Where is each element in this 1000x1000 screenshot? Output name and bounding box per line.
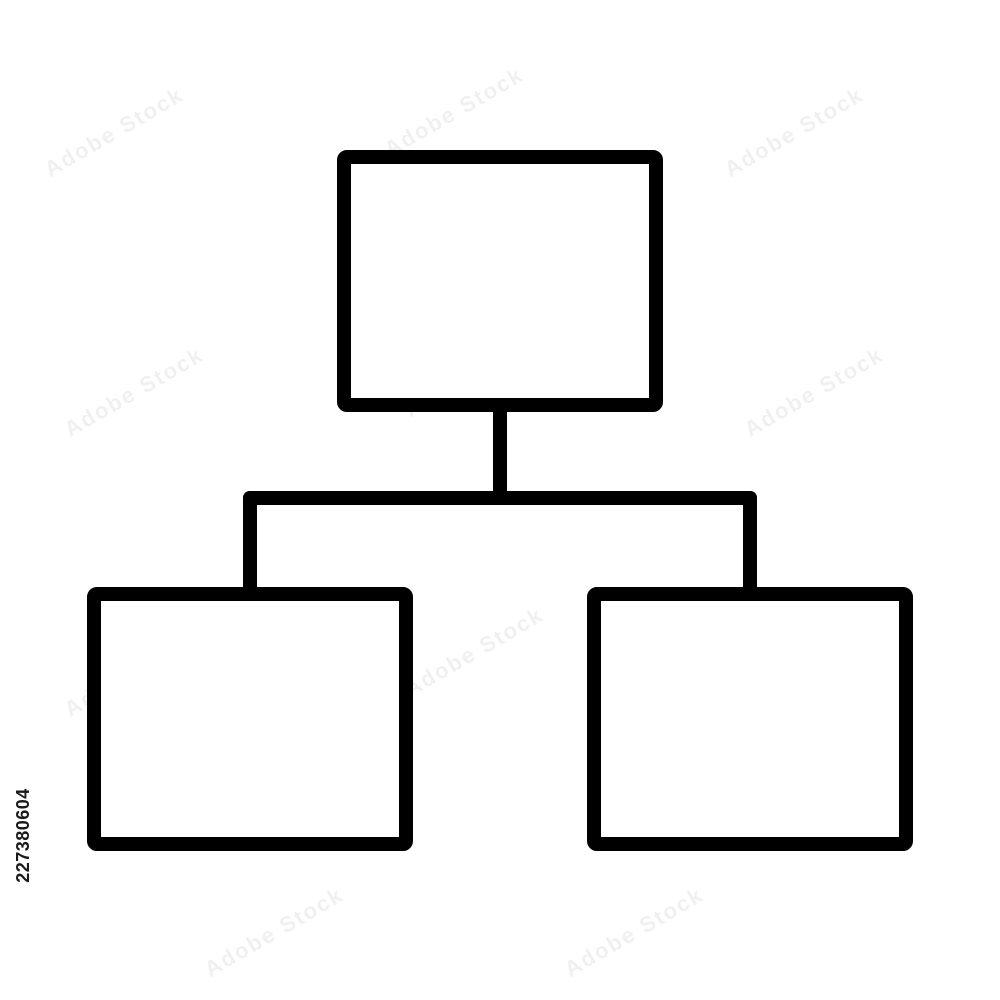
bottom-right-box <box>587 587 913 851</box>
top-box <box>337 150 663 412</box>
stock-id-text: 227380604 <box>12 787 33 883</box>
bottom-left-box <box>87 587 413 851</box>
stock-id-label: 227380604 <box>8 760 38 910</box>
